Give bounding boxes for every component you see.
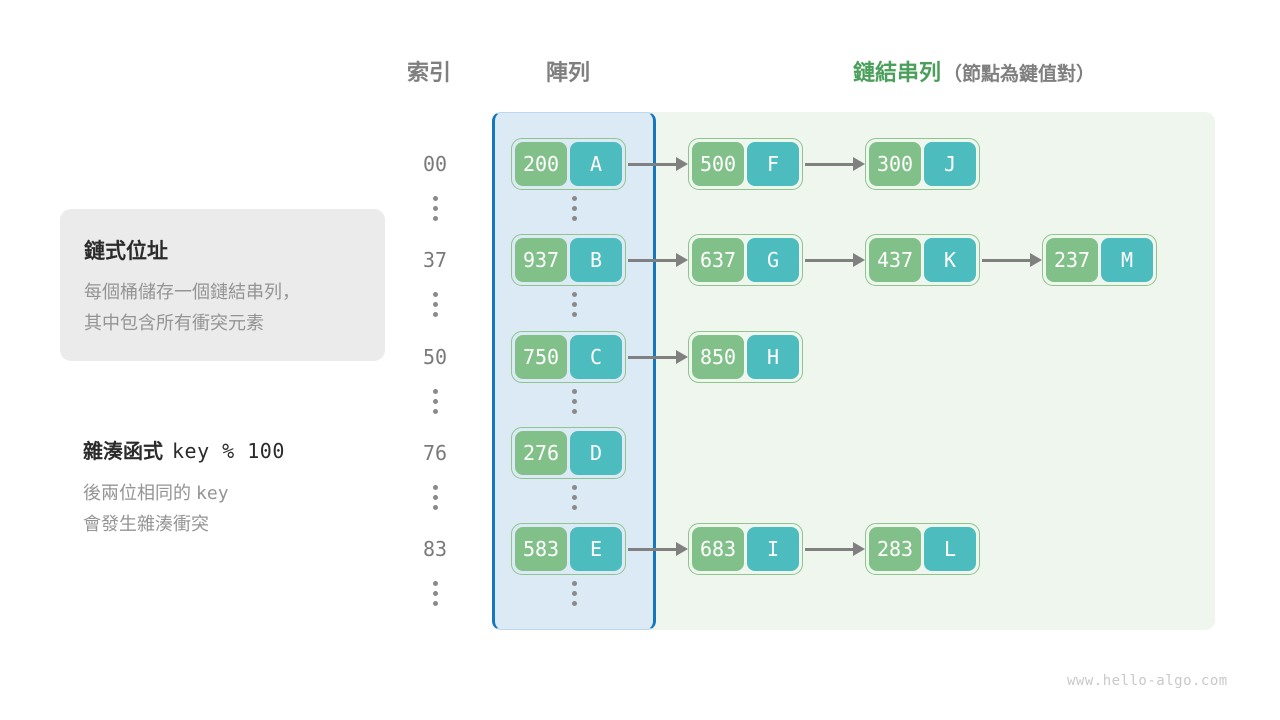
hash-function-body-line-1-text: 後兩位相同的 bbox=[83, 483, 191, 503]
bucket-index-label: 50 bbox=[422, 345, 448, 369]
array-ellipsis-icon bbox=[544, 292, 604, 317]
chain-node-value: I bbox=[747, 527, 799, 571]
index-ellipsis-icon bbox=[405, 389, 465, 414]
chain-node-value: L bbox=[924, 527, 976, 571]
info-card-body-line-2: 其中包含所有衝突元素 bbox=[84, 313, 264, 333]
bucket-node-value: C bbox=[570, 335, 622, 379]
hash-function-note: 雜湊函式 key % 100 後兩位相同的 key 會發生雜湊衝突 bbox=[83, 435, 413, 540]
chain-node-value: G bbox=[747, 238, 799, 282]
hash-function-body-line-2: 會發生雜湊衝突 bbox=[83, 514, 209, 534]
chain-arrow-icon bbox=[803, 542, 865, 556]
column-header-linked-list-sub: （節點為鍵值對） bbox=[943, 64, 1096, 85]
index-ellipsis-icon bbox=[405, 292, 465, 317]
bucket-node-key: 200 bbox=[515, 142, 567, 186]
watermark: www.hello-algo.com bbox=[1067, 673, 1228, 689]
chain-node-key: 850 bbox=[692, 335, 744, 379]
bucket-node-value: E bbox=[570, 527, 622, 571]
info-card-body-line-1: 每個桶儲存一個鏈結串列， bbox=[84, 282, 300, 302]
array-ellipsis-icon bbox=[544, 389, 604, 414]
chain-node-key: 437 bbox=[869, 238, 921, 282]
hash-function-body: 後兩位相同的 key 會發生雜湊衝突 bbox=[83, 478, 413, 540]
array-ellipsis-icon bbox=[544, 485, 604, 510]
hash-function-body-line-1-mono: key bbox=[196, 483, 229, 504]
chain-node-key: 237 bbox=[1046, 238, 1098, 282]
chain-node-value: M bbox=[1101, 238, 1153, 282]
index-ellipsis-icon bbox=[405, 485, 465, 510]
bucket-index-label: 37 bbox=[422, 248, 448, 272]
chain-node-key: 637 bbox=[692, 238, 744, 282]
hash-function-body-line-1: 後兩位相同的 key bbox=[83, 478, 413, 509]
column-header-linked-list-main: 鏈結串列 bbox=[853, 60, 942, 85]
info-card: 鏈式位址 每個桶儲存一個鏈結串列， 其中包含所有衝突元素 bbox=[60, 209, 385, 361]
bucket-node-key: 583 bbox=[515, 527, 567, 571]
index-ellipsis-icon bbox=[405, 581, 465, 606]
bucket-node-key: 276 bbox=[515, 431, 567, 475]
bucket-index-label: 76 bbox=[422, 441, 448, 465]
chain-arrow-icon bbox=[626, 157, 688, 171]
chain-arrow-icon bbox=[803, 157, 865, 171]
bucket-index-label: 83 bbox=[422, 537, 448, 561]
chain-node-key: 300 bbox=[869, 142, 921, 186]
chain-arrow-icon bbox=[803, 253, 865, 267]
chain-node-value: J bbox=[924, 142, 976, 186]
column-header-array: 陣列 bbox=[546, 60, 591, 85]
hash-function-formula: key % 100 bbox=[172, 439, 285, 463]
chain-arrow-icon bbox=[980, 253, 1042, 267]
array-ellipsis-icon bbox=[544, 196, 604, 221]
hash-function-label: 雜湊函式 bbox=[83, 441, 163, 463]
column-header-linked-list: 鏈結串列 （節點為鍵值對） bbox=[853, 55, 1095, 87]
bucket-index-label: 00 bbox=[422, 152, 448, 176]
column-header-index: 索引 bbox=[407, 60, 452, 85]
chain-node-key: 500 bbox=[692, 142, 744, 186]
chain-arrow-icon bbox=[626, 350, 688, 364]
array-ellipsis-icon bbox=[544, 581, 604, 606]
bucket-node-value: D bbox=[570, 431, 622, 475]
bucket-node-key: 937 bbox=[515, 238, 567, 282]
bucket-node-key: 750 bbox=[515, 335, 567, 379]
chain-node-value: K bbox=[924, 238, 976, 282]
info-card-body: 每個桶儲存一個鏈結串列， 其中包含所有衝突元素 bbox=[84, 277, 300, 339]
chain-node-key: 283 bbox=[869, 527, 921, 571]
chain-node-value: F bbox=[747, 142, 799, 186]
chain-arrow-icon bbox=[626, 542, 688, 556]
hash-function-title: 雜湊函式 key % 100 bbox=[83, 435, 413, 464]
bucket-node-value: B bbox=[570, 238, 622, 282]
chain-node-key: 683 bbox=[692, 527, 744, 571]
bucket-node-value: A bbox=[570, 142, 622, 186]
chain-arrow-icon bbox=[626, 253, 688, 267]
chain-node-value: H bbox=[747, 335, 799, 379]
index-ellipsis-icon bbox=[405, 196, 465, 221]
info-card-title: 鏈式位址 bbox=[84, 240, 168, 263]
